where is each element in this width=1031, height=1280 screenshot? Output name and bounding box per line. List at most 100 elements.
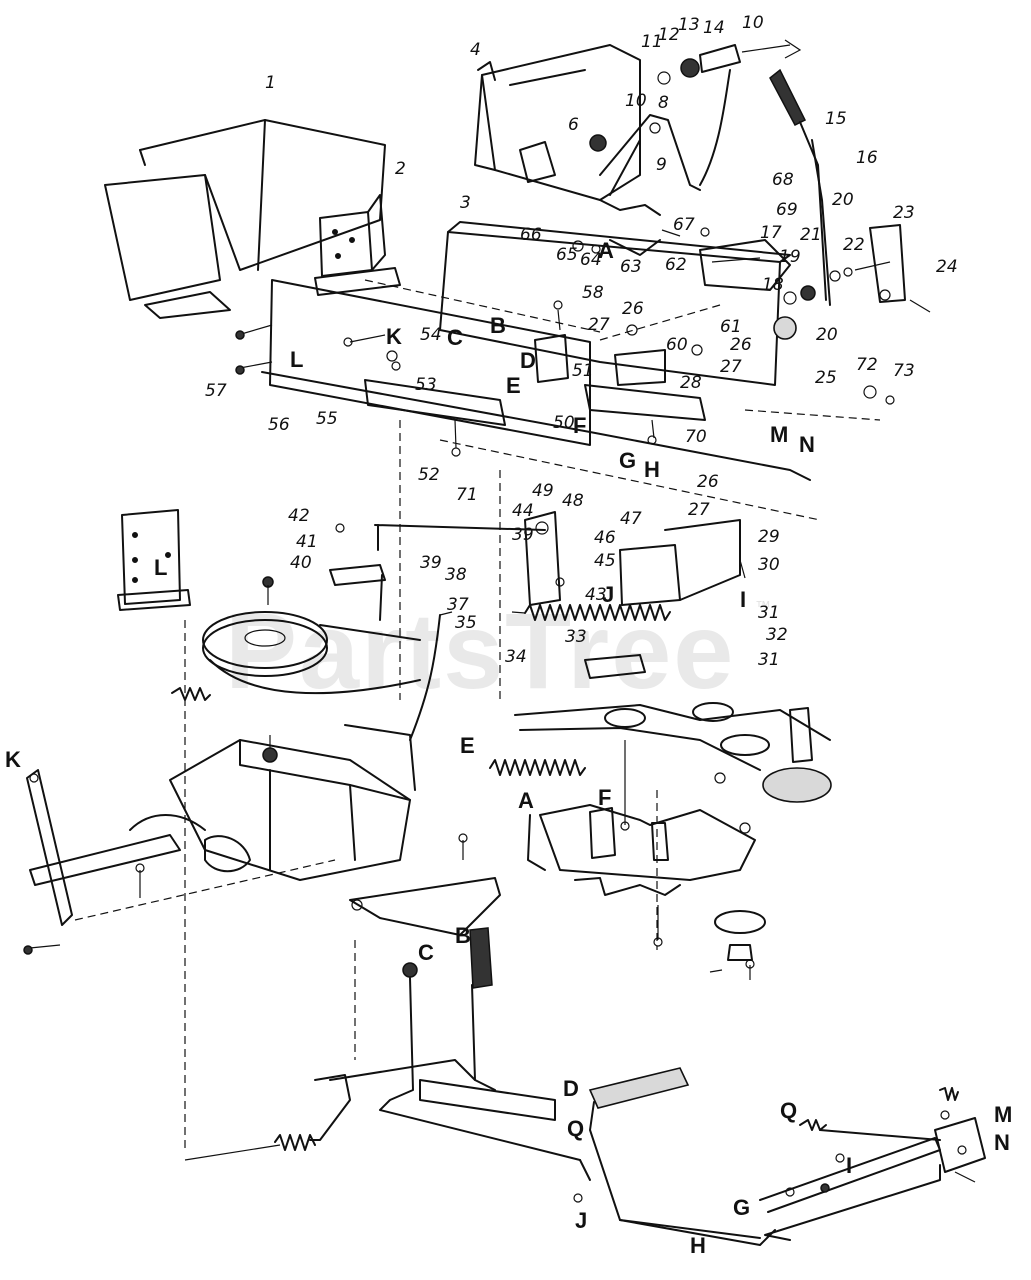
label-part-67: 67 (673, 215, 695, 235)
shaft-hardware (773, 224, 931, 340)
brake-pedal (309, 927, 556, 1141)
label-part-34: 34 (505, 647, 527, 667)
label-part-57: 57 (205, 381, 227, 401)
label-part-30: 30 (758, 555, 780, 575)
instrument-housing (474, 44, 641, 201)
label-part-27b: 27 (720, 357, 742, 377)
idler-hardware (657, 39, 802, 85)
label-part-55: 55 (316, 409, 338, 429)
letter-q-1: Q (567, 1116, 584, 1141)
part-number-labels: 1 2 3 4 6 8 9 10 10 11 12 13 14 15 16 17… (205, 13, 958, 670)
label-part-26b: 26 (730, 335, 752, 355)
k-lever (23, 769, 145, 955)
spring-ea (489, 759, 586, 776)
label-part-27a: 27 (588, 315, 610, 335)
letter-c-1: C (447, 325, 463, 350)
label-part-39b: 39 (512, 525, 534, 545)
label-part-66: 66 (520, 225, 542, 245)
small-spring (171, 687, 211, 701)
letter-a-1: A (598, 238, 614, 263)
label-part-58: 58 (582, 283, 604, 303)
label-part-32: 32 (766, 625, 788, 645)
drive-pulley-belt (202, 576, 421, 695)
letter-k-1: K (386, 324, 402, 349)
mount-bracket (314, 194, 401, 296)
label-part-65: 65 (556, 245, 578, 265)
label-part-26a: 26 (622, 299, 644, 319)
label-part-42: 42 (288, 506, 310, 526)
letter-e-1: E (506, 373, 521, 398)
pedal-bracket (349, 833, 501, 936)
letter-l-1: L (290, 347, 303, 372)
label-part-6: 6 (568, 115, 579, 135)
label-part-10b: 10 (742, 13, 764, 33)
lower-panel (261, 279, 811, 481)
letter-n-2: N (994, 1130, 1010, 1155)
label-part-23: 23 (893, 203, 915, 223)
label-part-33: 33 (565, 627, 587, 647)
label-part-15: 15 (825, 109, 847, 129)
return-spring (184, 1134, 316, 1161)
letter-m-2: M (994, 1102, 1012, 1127)
label-part-40: 40 (290, 553, 312, 573)
label-part-63: 63 (620, 257, 642, 277)
letter-i-1: I (740, 587, 746, 612)
label-part-20b: 20 (816, 325, 838, 345)
letter-f-2: F (598, 785, 611, 810)
alignment-lines (74, 279, 881, 1150)
transmission (29, 611, 453, 886)
label-part-29: 29 (758, 527, 780, 547)
label-part-4: 4 (470, 40, 481, 60)
idler-pulleys (514, 702, 832, 831)
label-part-17: 17 (760, 223, 782, 243)
label-part-13: 13 (678, 15, 700, 35)
letter-f-1: F (573, 413, 586, 438)
letter-n-1: N (799, 432, 815, 457)
watermark-trademark: ™ (755, 599, 771, 616)
letter-k-2: K (5, 747, 21, 772)
label-part-3: 3 (460, 193, 471, 213)
shift-rod (329, 523, 546, 621)
label-part-61: 61 (720, 317, 742, 337)
control-lever (769, 68, 831, 306)
throttle-linkage (589, 69, 731, 256)
letter-j-2: J (575, 1208, 587, 1233)
label-part-53: 53 (415, 375, 437, 395)
pivot-plate (117, 509, 191, 611)
label-part-46: 46 (594, 528, 616, 548)
letter-h-1: H (644, 457, 660, 482)
label-part-68: 68 (772, 170, 794, 190)
label-part-24: 24 (936, 257, 958, 277)
label-part-18: 18 (762, 275, 784, 295)
letter-i-2: I (846, 1153, 852, 1178)
letter-a-2: A (518, 788, 534, 813)
label-part-8: 8 (658, 93, 669, 113)
label-part-11: 11 (641, 32, 663, 52)
label-part-1: 1 (265, 73, 276, 93)
letter-l-2: L (154, 555, 167, 580)
label-part-50: 50 (553, 413, 575, 433)
label-part-62: 62 (665, 255, 687, 275)
label-part-39a: 39 (420, 553, 442, 573)
center-brackets (534, 324, 746, 606)
lift-handle (588, 1067, 776, 1246)
cover-plate (699, 239, 791, 291)
label-part-37: 37 (447, 595, 469, 615)
idler-arm (524, 511, 646, 679)
label-part-9: 9 (656, 155, 667, 175)
letter-m-1: M (770, 422, 788, 447)
label-part-43: 43 (585, 585, 607, 605)
letter-q-2: Q (780, 1098, 797, 1123)
upper-fasteners (235, 227, 895, 457)
label-part-72: 72 (856, 355, 878, 375)
right-lift-assembly (759, 1087, 986, 1241)
label-part-71: 71 (456, 485, 478, 505)
letter-h-2: H (690, 1233, 706, 1258)
console-shroud (104, 119, 386, 319)
label-part-49: 49 (532, 481, 554, 501)
label-part-45: 45 (594, 551, 616, 571)
label-part-10a: 10 (625, 91, 647, 111)
label-part-44: 44 (512, 501, 534, 521)
label-part-52: 52 (418, 465, 440, 485)
